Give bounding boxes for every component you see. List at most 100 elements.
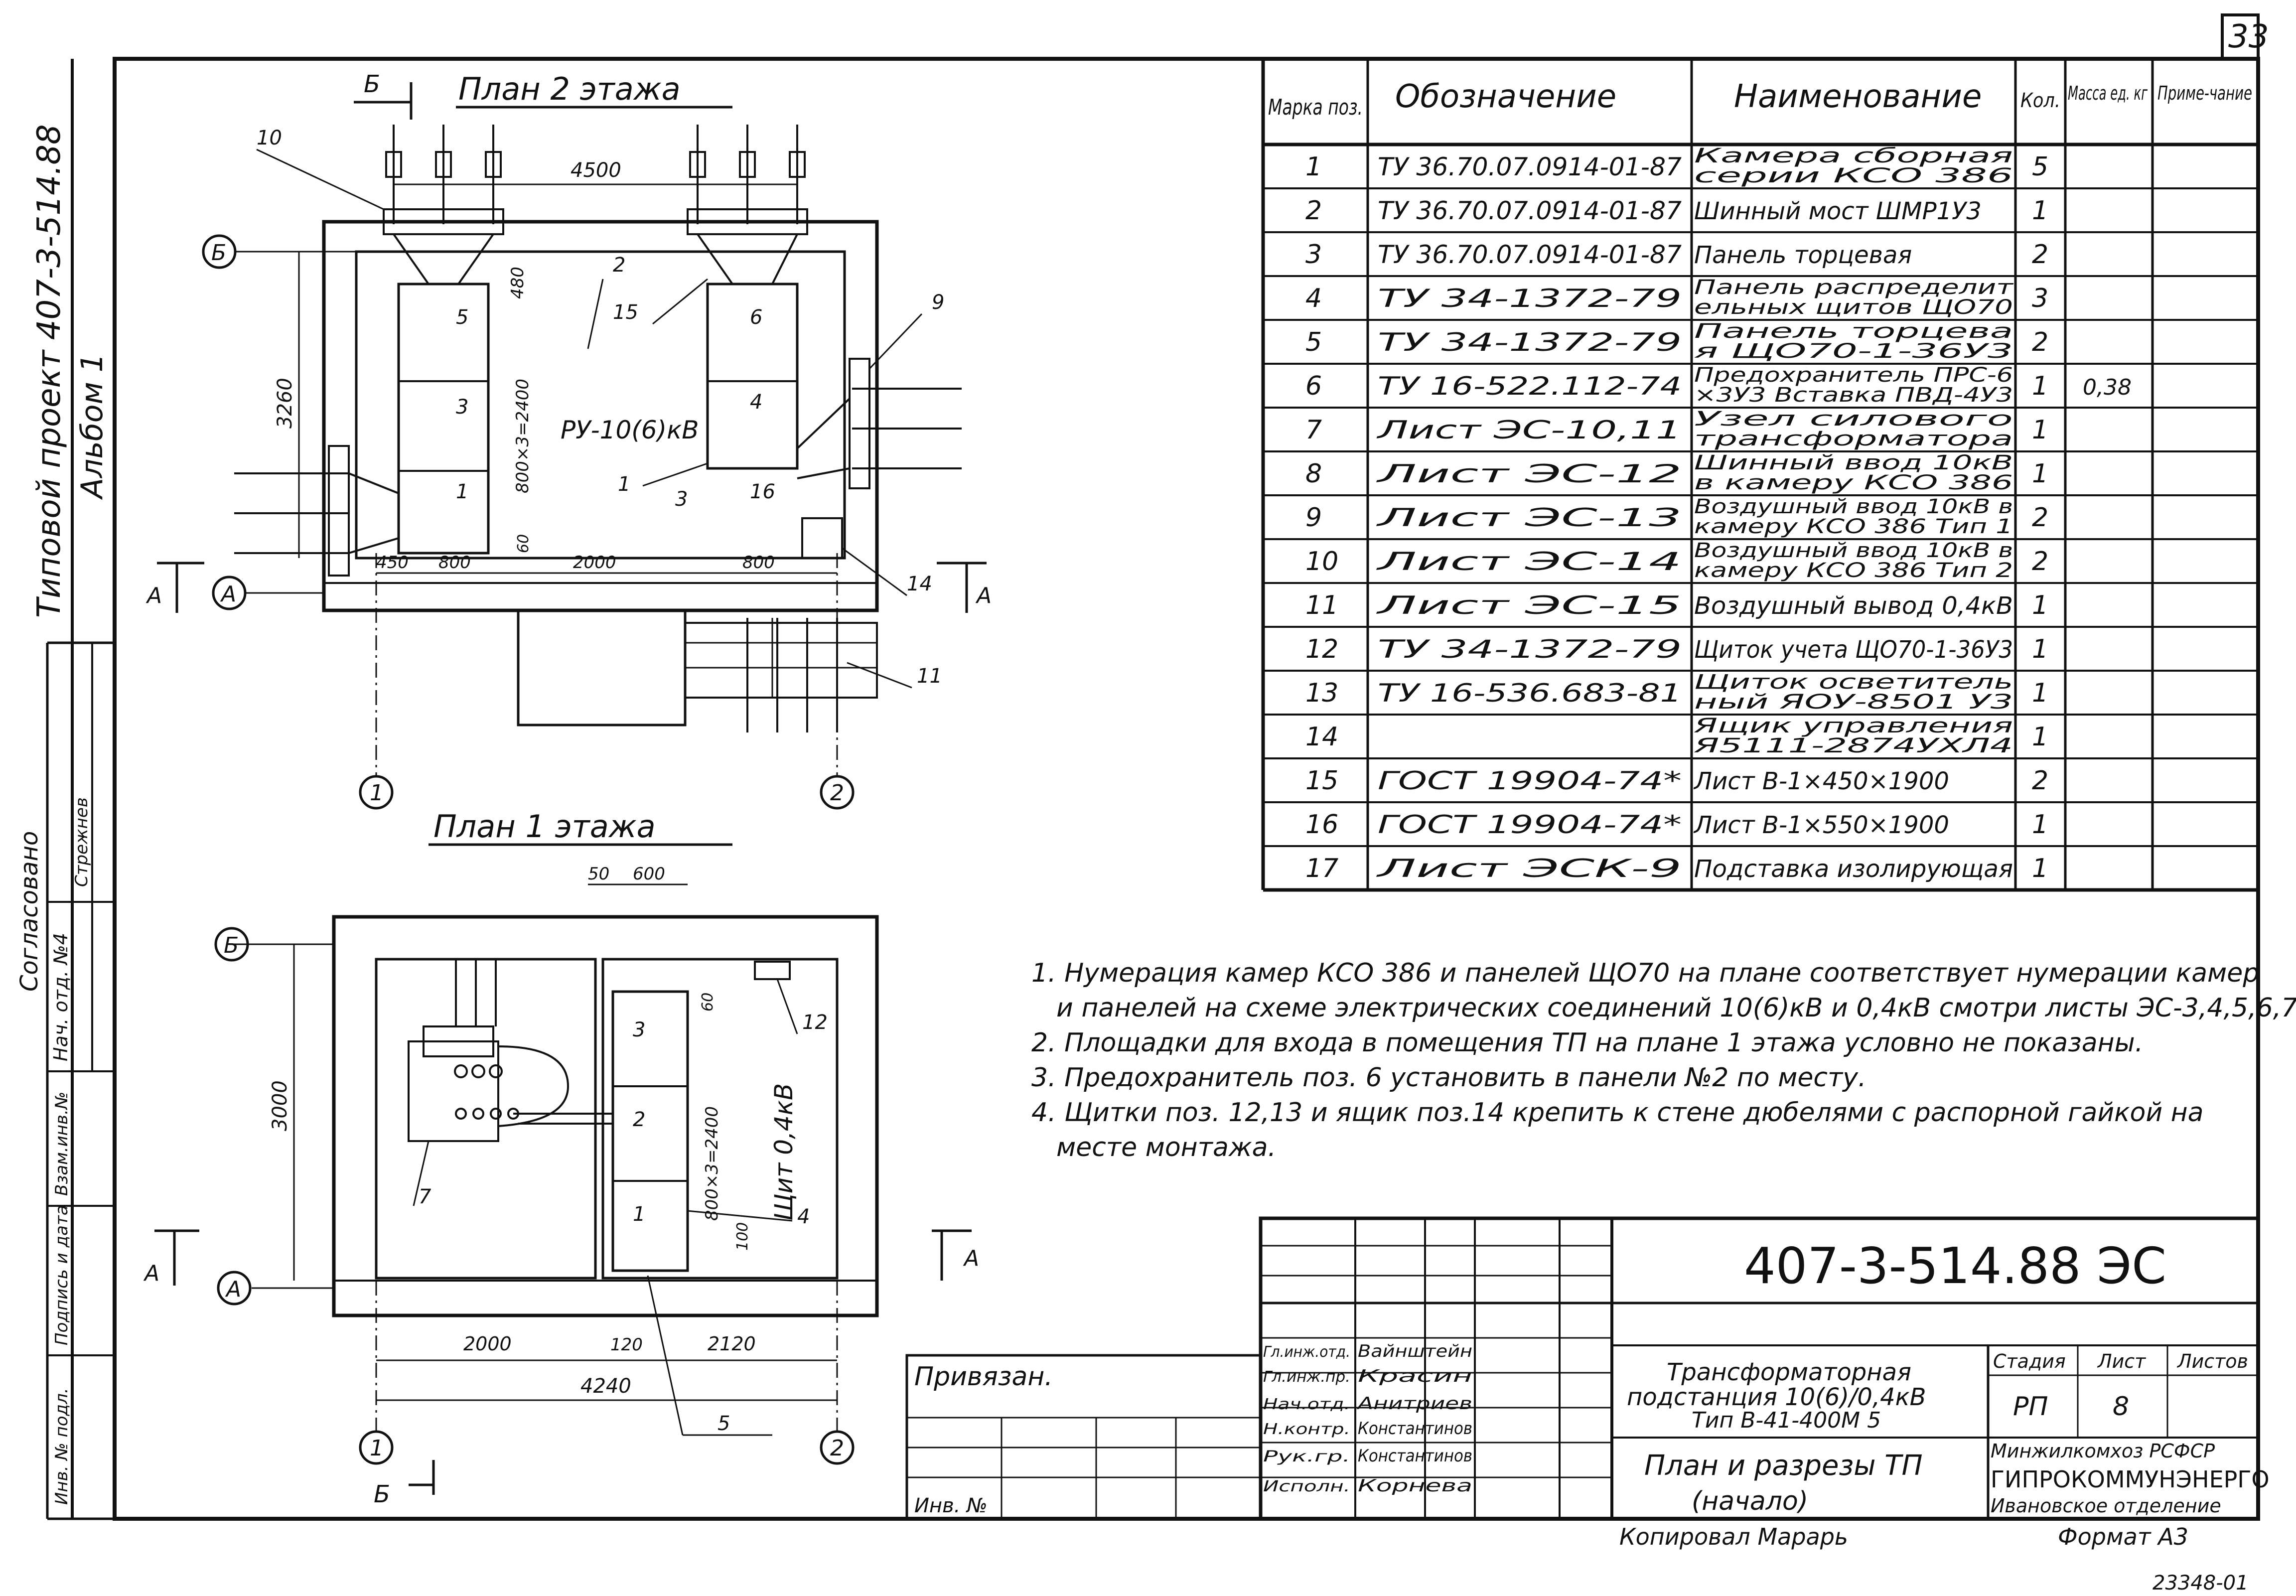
table-row-mark: 13	[1305, 678, 1338, 708]
plan2-callout-2: 2	[613, 254, 625, 277]
title-block-role: Гл.инж.пр.	[1263, 1368, 1350, 1386]
side-stamp-podpis: Подпись и дата	[52, 1205, 72, 1345]
side-stamp-name: Стрежнев	[72, 797, 92, 887]
plan1-callout-7: 7	[419, 1185, 431, 1208]
plan1-axis-b	[214, 927, 249, 962]
table-row-qty: 1	[2032, 634, 2048, 664]
sheet-title-1: План и разрезы ТП	[1644, 1450, 1923, 1482]
table-row-name: Лист В-1×450×1900	[1693, 767, 1949, 795]
plan1-transformer	[408, 959, 613, 1142]
table-row-designation: Лист ЭСК-9	[1376, 854, 1682, 883]
page-number-box	[2221, 13, 2260, 60]
table-row-name: Панель торцева	[1694, 320, 2013, 343]
table-row-name: Панель распределит	[1694, 276, 2014, 299]
plan1-callout-4: 4	[797, 1205, 810, 1228]
table-row-name-cont: Я5111-2874УХЛ4	[1693, 734, 2013, 757]
plan2-cell-1: 1	[456, 480, 468, 503]
plan1-dim-vertical: 800×3=2400	[702, 1106, 722, 1221]
table-row-qty: 1	[2032, 810, 2048, 840]
plan1-callout-5: 5	[718, 1412, 730, 1435]
title-block-name: Красин	[1358, 1366, 1472, 1386]
note-3: 3. Предохранитель поз. 6 установить в па…	[1031, 1063, 1866, 1093]
plan2-lv-outputs	[746, 618, 838, 732]
plan2-cell-5: 5	[456, 306, 468, 329]
plan2-axis-a-label: А	[220, 581, 236, 607]
table-row-name: Ящик управления	[1693, 715, 2013, 737]
table-row-mark: 9	[1305, 503, 1322, 533]
plan2-axis-2	[820, 775, 855, 810]
plan1-callout-12: 12	[802, 1011, 828, 1034]
plan2-callout-10: 10	[257, 127, 282, 149]
title-block-role: Гл.инж.отд.	[1263, 1343, 1350, 1361]
header-mass: Масса ед. кг	[2068, 82, 2148, 104]
inv-no-label: Инв. №	[914, 1494, 988, 1517]
title-block-role: Н.контр.	[1263, 1421, 1350, 1438]
plan2-cell-6: 6	[750, 306, 762, 329]
plan1-right-room	[601, 958, 839, 1280]
stage-value: РП	[2013, 1392, 2048, 1422]
table-row-name: Воздушный ввод 10кВ в	[1694, 495, 2013, 518]
table-row-designation: Лист ЭС-12	[1376, 459, 1682, 488]
table-row-mark: 6	[1305, 371, 1322, 401]
archive-number: 23348-01	[2152, 1572, 2249, 1595]
sheet-format: Формат А3	[2058, 1523, 2188, 1550]
table-row-designation: ГОСТ 19904-74*	[1378, 810, 1682, 839]
plan1-title: План 1 этажа	[433, 808, 656, 845]
plan2-cell-4: 4	[750, 391, 762, 414]
table-row-designation: ТУ 34-1372-79	[1378, 284, 1682, 313]
table-row-qty: 1	[2032, 371, 2048, 401]
title-block-name: Константинов	[1358, 1419, 1472, 1439]
plan2-callout-1: 1	[618, 473, 630, 496]
copied-by: Копировал Марарь	[1619, 1523, 1848, 1550]
plan2-dim-800a: 800	[438, 553, 471, 573]
table-row-name: Воздушный вывод 0,4кВ	[1694, 592, 2013, 620]
title-block-name: Анитриев	[1356, 1394, 1472, 1414]
title-block-role: Нач.отд.	[1263, 1396, 1350, 1413]
plan2-callout-3: 3	[675, 488, 688, 511]
table-row-qty: 2	[2032, 503, 2048, 533]
table-row-name: Щиток осветитель	[1694, 671, 2013, 694]
object-title-3: Тип В-41-400М 5	[1692, 1408, 1881, 1433]
table-row-designation: ТУ 16-536.683-81	[1378, 679, 1682, 708]
table-row-designation: Лист ЭС-10,11	[1376, 416, 1682, 444]
note-4-cont: месте монтажа.	[1056, 1133, 1276, 1162]
plan1-dim-100: 100	[734, 1222, 751, 1251]
table-row-designation: ТУ 16-522.112-74	[1378, 372, 1682, 401]
note-1: 1. Нумерация камер КСО 386 и панелей ЩО7…	[1031, 958, 2259, 988]
plan1-axis-2	[820, 1430, 855, 1465]
table-row-qty: 1	[2032, 722, 2048, 752]
plan2-dim-450: 450	[376, 553, 409, 573]
plan2-dim-60: 60	[515, 534, 532, 553]
plan2-lower-annex	[517, 609, 687, 726]
plan1-left-room	[375, 958, 597, 1280]
table-row-designation: Лист ЭС-14	[1376, 547, 1682, 576]
plan2-section-b: Б	[364, 70, 380, 98]
table-row-mark: 17	[1305, 854, 1338, 883]
table-row-name-cont: камеру КСО 386 Тип 2	[1694, 559, 2013, 582]
sheets-header: Листов	[2176, 1350, 2248, 1372]
plan1-cell-3: 3	[633, 1018, 645, 1041]
plan1-axis-2-label: 2	[830, 1436, 844, 1461]
plan2-callout-9: 9	[932, 291, 944, 314]
side-stamp-vzam-inv: Взам.инв.№	[52, 1092, 72, 1196]
table-row-name: Щиток учета ЩО70-1-36У3	[1694, 636, 2013, 664]
table-row-name: Панель торцевая	[1694, 241, 1912, 269]
table-row-qty: 2	[2032, 766, 2048, 796]
plan2-inner-room	[355, 250, 846, 560]
table-row-qty: 2	[2032, 547, 2048, 577]
table-row-mark: 10	[1305, 547, 1338, 577]
plan-floor-1: План 1 этажа 3 2 1 Щит 0,4кВ Б	[143, 808, 979, 1508]
plan1-axis-1	[359, 1430, 394, 1465]
table-row-mark: 1	[1305, 152, 1322, 182]
title-block	[905, 1216, 2260, 1521]
doc-code: 407-3-514.88 ЭС	[1744, 1237, 2166, 1295]
table-row-mass: 0,38	[2083, 375, 2132, 400]
plan2-callout-16: 16	[750, 480, 775, 503]
table-row-name: Лист В-1×550×1900	[1693, 811, 1949, 839]
note-1-cont: и панелей на схеме электрических соедине…	[1056, 993, 2296, 1023]
table-row-designation: ТУ 36.70.07.0914-01-87	[1378, 196, 1682, 225]
side-album: Альбом 1	[75, 353, 110, 500]
plan2-section-a-left: А	[145, 583, 162, 608]
plan2-stair	[684, 622, 878, 699]
